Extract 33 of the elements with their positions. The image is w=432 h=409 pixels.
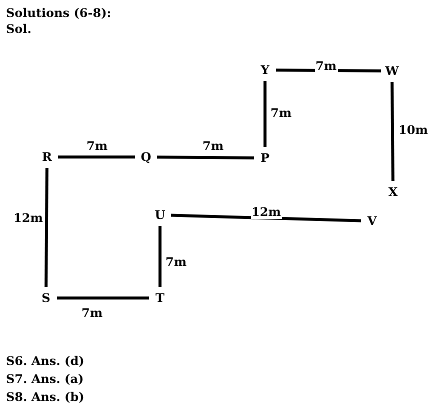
note-text: S6. Ans. (d) xyxy=(6,354,84,368)
point-label: X xyxy=(386,185,400,199)
connector-line xyxy=(58,156,135,158)
point-label: S xyxy=(39,291,53,305)
point-label: P xyxy=(258,151,272,165)
distance-label: 10m xyxy=(398,123,429,137)
connector-line xyxy=(264,81,266,147)
connector-line xyxy=(170,214,362,222)
distance-label: 12m xyxy=(12,211,44,225)
note-text: S7. Ans. (a) xyxy=(6,372,84,386)
point-label: W xyxy=(385,64,399,78)
note-text: S8. Ans. (b) xyxy=(6,390,84,404)
distance-label: 7m xyxy=(86,139,109,153)
connector-line xyxy=(57,296,149,300)
distance-label: 7m xyxy=(314,59,338,73)
connector-line xyxy=(44,168,48,288)
point-label: T xyxy=(153,291,167,305)
connector-line xyxy=(158,226,162,287)
distance-label: 12m xyxy=(250,205,282,219)
point-label: Q xyxy=(139,150,153,164)
point-label: Y xyxy=(258,63,272,77)
connector-line xyxy=(156,156,254,160)
point-label: V xyxy=(365,214,379,228)
note-text: Sol. xyxy=(6,22,32,36)
point-label: U xyxy=(153,208,167,222)
distance-label: 7m xyxy=(80,306,104,320)
distance-label: 7m xyxy=(164,255,188,269)
connector-line xyxy=(276,68,382,72)
connector-line xyxy=(390,82,394,182)
distance-label: 7m xyxy=(202,139,225,153)
point-label: R xyxy=(40,150,54,164)
title: Solutions (6-8): xyxy=(6,6,112,20)
distance-label: 7m xyxy=(270,106,293,120)
